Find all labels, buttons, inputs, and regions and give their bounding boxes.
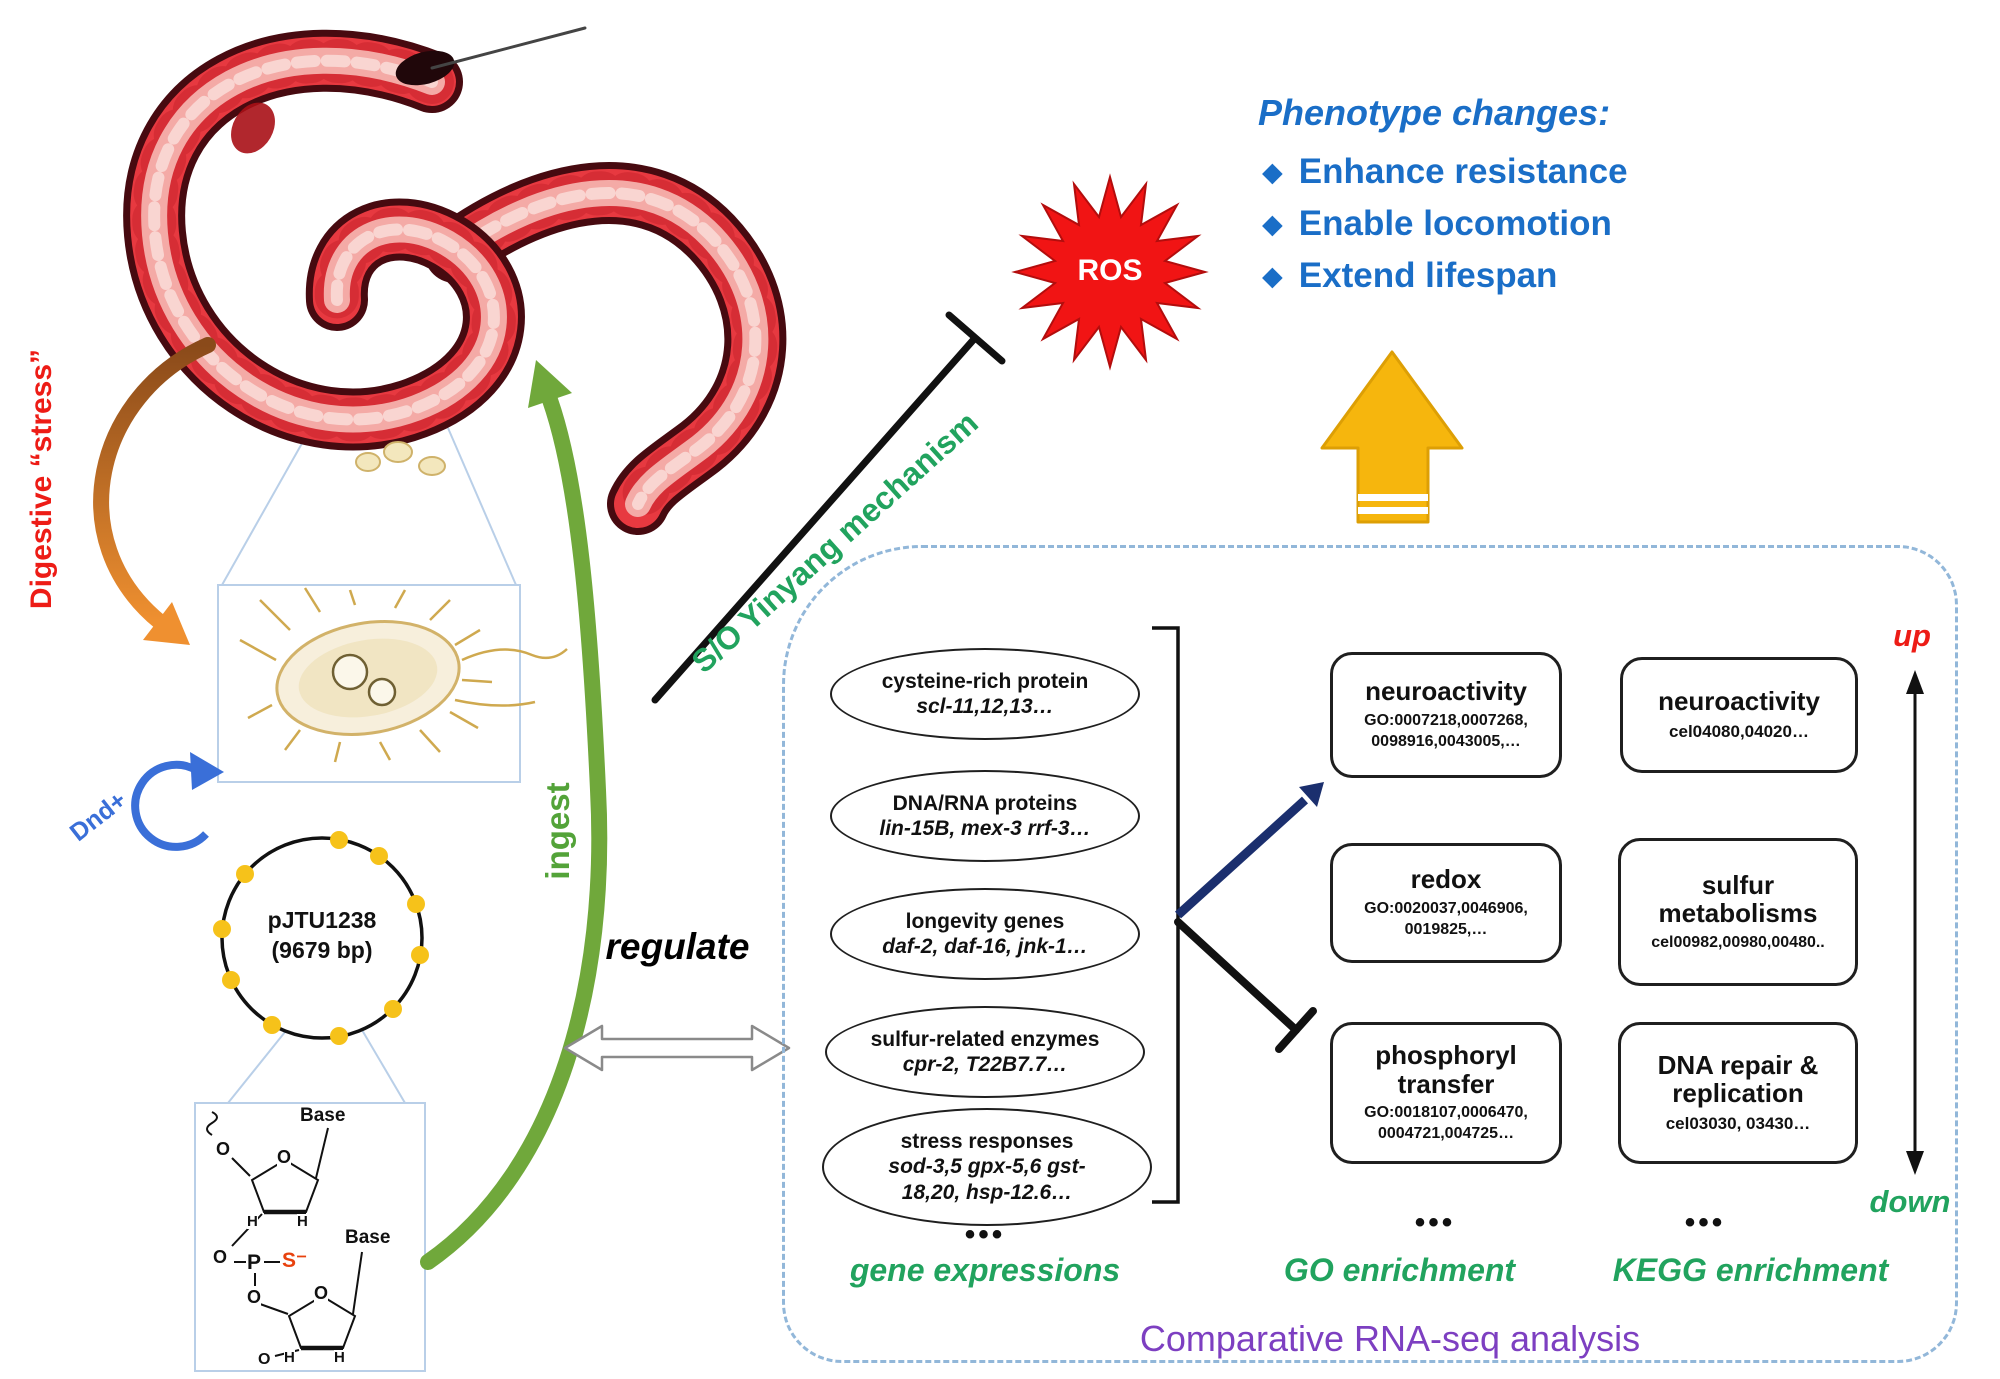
yinyang-inhibition-line (651, 311, 1006, 704)
dna-o-atom: O (314, 1283, 329, 1303)
go-term-title: redox (1410, 864, 1482, 895)
kegg-ellipsis-dots: ••• (1684, 1206, 1726, 1239)
kegg-box-dna-repair: DNA repair & replication cel03030, 03430… (1618, 1022, 1858, 1164)
diamond-icon: ◆ (1262, 208, 1283, 239)
plasmid-label: pJTU1238 (9679 bp) (222, 906, 422, 966)
go-term-ids: GO:0007218,0007268, 0098916,0043005,… (1364, 712, 1528, 750)
dna-base-label: Base (300, 1105, 346, 1126)
gene-group-name: DNA/RNA proteins (892, 791, 1078, 815)
bacteria-inset (217, 584, 568, 783)
go-term-ids: GO:0020037,0046906, 0019825,… (1364, 900, 1528, 938)
kegg-term-ids: cel00982,00980,00480.. (1651, 933, 1825, 951)
gene-group-name: cysteine-rich protein (881, 669, 1089, 693)
phenotype-up-arrow (1320, 350, 1464, 524)
rnaseq-caption: Comparative RNA-seq analysis (1139, 1318, 1641, 1359)
plasmid-map (213, 831, 429, 1045)
plasmid-size: (9679 bp) (271, 936, 373, 963)
plasmid-name: pJTU1238 (267, 907, 377, 933)
phenotype-item-label: Enhance resistance (1298, 152, 1628, 191)
kegg-term-ids: cel03030, 03430… (1665, 1114, 1811, 1134)
dna-base-label: Base (345, 1227, 391, 1248)
dna-o-atom: O (247, 1287, 262, 1307)
gene-ellipse-cysteine: cysteine-rich protein scl-11,12,13… (830, 648, 1140, 740)
dna-o-atom: O (216, 1139, 231, 1159)
bacterium-illustration (239, 587, 568, 763)
phenotype-item-locomotion: ◆ Enable locomotion (1262, 204, 1612, 244)
go-term-ids: GO:0018107,0006470, 0004721,004725… (1364, 1104, 1528, 1143)
diamond-icon: ◆ (1262, 156, 1283, 187)
dna-bonds (206, 1111, 363, 1357)
gene-ellipse-dnarna: DNA/RNA proteins lin-15B, mex-3 rrf-3… (830, 770, 1140, 862)
gene-list: scl-11,12,13… (916, 695, 1054, 718)
ros-starburst (1011, 173, 1209, 371)
dna-p-atom: P (247, 1251, 262, 1274)
up-label: up (1893, 618, 1931, 653)
kegg-box-sulfur: sulfur metabolisms cel00982,00980,00480.… (1618, 838, 1858, 986)
gene-list: lin-15B, mex-3 rrf-3… (879, 817, 1091, 840)
gene-ellipsis-dots: ••• (964, 1218, 1006, 1251)
dna-o-atom: O (258, 1351, 271, 1368)
gene-expressions-label: gene expressions (849, 1252, 1121, 1288)
gene-ellipse-stress: stress responses sod-3,5 gpx-5,6 gst- 18… (822, 1108, 1152, 1226)
worm-eggs (355, 441, 446, 476)
digestive-stress-label: Digestive “stress” (25, 348, 58, 610)
injection-needle-icon (395, 26, 587, 86)
dnd-cycle-arrow (131, 752, 224, 851)
kegg-term-title: sulfur metabolisms (1658, 869, 1818, 929)
go-ellipsis-dots: ••• (1414, 1206, 1456, 1239)
phenotype-title: Phenotype changes: (1258, 92, 1611, 133)
down-label: down (1869, 1184, 1951, 1219)
gene-list: sod-3,5 gpx-5,6 gst- 18,20, hsp-12.6… (888, 1155, 1086, 1204)
kegg-term-ids: cel04080,04020… (1669, 721, 1809, 741)
dna-o-atom: O (213, 1247, 228, 1267)
downregulation-inhibitor (1174, 918, 1317, 1053)
phenotype-item-resistance: ◆ Enhance resistance (1262, 152, 1628, 192)
kegg-term-title: neuroactivity (1658, 686, 1820, 717)
rnaseq-panel (782, 545, 1958, 1363)
regulate-double-arrow (563, 1024, 791, 1072)
gene-list: daf-2, daf-16, jnk-1… (882, 935, 1088, 958)
dna-h-atom: H (247, 1213, 258, 1230)
ingest-arrow (420, 360, 608, 1270)
plasmid-pt-sites (213, 831, 429, 1045)
ingest-label: ingest (539, 782, 576, 880)
gene-group-name: longevity genes (905, 909, 1065, 933)
gene-ellipse-longevity: longevity genes daf-2, daf-16, jnk-1… (830, 888, 1140, 980)
regulate-label: regulate (605, 926, 750, 967)
gene-ellipse-sulfur: sulfur-related enzymes cpr-2, T22B7.7… (825, 1006, 1145, 1098)
phenotype-item-label: Enable locomotion (1298, 204, 1612, 243)
go-term-title: phosphoryl transfer (1375, 1040, 1517, 1099)
gene-list: cpr-2, T22B7.7… (902, 1053, 1068, 1076)
zoom-lines (221, 427, 517, 1104)
go-box-neuroactivity: neuroactivity GO:0007218,0007268, 009891… (1330, 652, 1562, 778)
digestive-stress-arrow (93, 337, 216, 645)
gene-group-name: sulfur-related enzymes (870, 1027, 1100, 1051)
gene-group-name: stress responses (900, 1130, 1074, 1154)
worm-illustration (123, 26, 787, 535)
kegg-enrichment-label: KEGG enrichment (1612, 1252, 1889, 1288)
dna-h-atom: H (297, 1213, 308, 1230)
dna-o-atom: O (277, 1147, 292, 1167)
go-term-title: neuroactivity (1365, 676, 1527, 707)
kegg-term-title: DNA repair & replication (1657, 1049, 1819, 1109)
go-box-redox: redox GO:0020037,0046906, 0019825,… (1330, 843, 1562, 963)
ros-label: ROS (1077, 254, 1143, 287)
phenotype-item-label: Extend lifespan (1298, 256, 1558, 295)
worm-pharynx (231, 102, 275, 154)
go-box-phosphoryl: phosphoryl transfer GO:0018107,0006470, … (1330, 1022, 1562, 1164)
kegg-box-neuroactivity: neuroactivity cel04080,04020… (1620, 657, 1858, 773)
phenotype-item-lifespan: ◆ Extend lifespan (1262, 256, 1557, 296)
go-enrichment-label: GO enrichment (1283, 1252, 1516, 1288)
dna-h-atom: H (284, 1349, 295, 1366)
diamond-icon: ◆ (1262, 260, 1283, 291)
dna-s-atom: S⁻ (282, 1249, 308, 1272)
dna-h-atom: H (334, 1349, 345, 1366)
upregulation-arrow (1174, 782, 1324, 919)
